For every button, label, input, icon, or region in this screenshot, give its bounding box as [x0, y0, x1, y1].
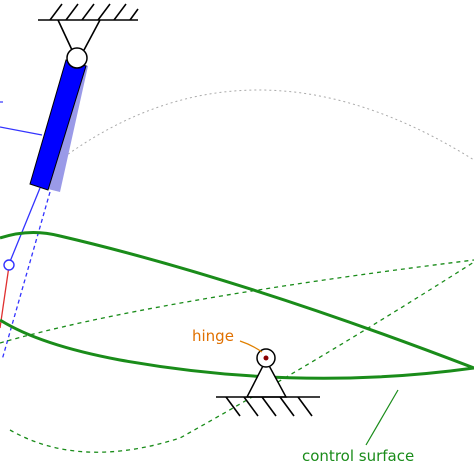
swing-arc	[59, 89, 474, 161]
hinge-pin-center	[263, 355, 269, 361]
actuator-rod-alt	[1, 191, 51, 361]
hinge-ground	[216, 396, 320, 417]
airfoil-solid	[0, 231, 474, 380]
actuator-rod	[8, 187, 41, 265]
control-horn-link	[0, 265, 10, 329]
hinge-leader	[239, 340, 263, 353]
actuator-pointer	[0, 126, 43, 136]
airfoil-deflected-upper	[0, 259, 474, 344]
rod-end-joint	[3, 259, 15, 271]
hinge-label: hinge	[192, 327, 234, 345]
control-surface-leader	[365, 389, 399, 446]
airfoil-deflected-lower	[9, 261, 474, 453]
top-pivot	[66, 47, 88, 69]
control-surface-label: control surface	[302, 447, 414, 465]
top-ground-support	[38, 3, 139, 51]
